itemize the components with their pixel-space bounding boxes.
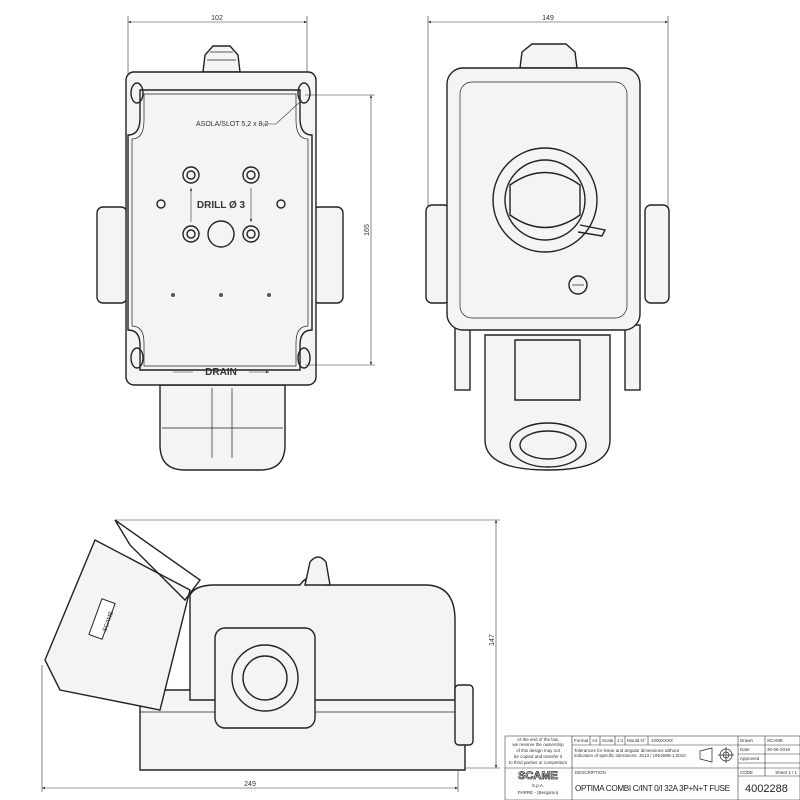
company-location: PARRE - (Bergamo): [518, 790, 559, 795]
left-socket: [96, 206, 128, 304]
svg-text:to third parties or competitor: to third parties or competitors: [509, 760, 568, 765]
bottom-socket: [484, 334, 611, 471]
dimension-label: 147: [489, 634, 496, 646]
svg-text:we reserve the ownership: we reserve the ownership: [512, 742, 564, 747]
svg-text:be copied and transfer it: be copied and transfer it: [514, 754, 563, 759]
svg-text:At the end of the law,: At the end of the law,: [517, 737, 559, 742]
cable-gland: [202, 45, 241, 73]
scale-value: 1:1: [617, 738, 624, 743]
scame-logo: SCAME: [518, 770, 558, 782]
date-label: Date: [740, 747, 750, 752]
company: S.p.A.: [532, 783, 544, 788]
dimension-label: 149: [542, 15, 554, 22]
mould-value: 1000XXXX: [651, 738, 673, 743]
bottom-plug: [159, 384, 286, 471]
side-view: SCAME 147 249: [41, 519, 500, 792]
rotary-switch: [492, 147, 598, 253]
right-socket: [312, 206, 344, 304]
format-value: A2: [592, 738, 598, 743]
front-view: 102 165 ASOLA/SLOT 5,2 x 8,2 DRILL Ø 3 D…: [96, 15, 375, 471]
fuse-holder: [568, 275, 588, 295]
tolerances-note: Tolerances for linear and angular dimens…: [574, 748, 680, 753]
product-code: 4002288: [745, 783, 788, 795]
code-label: CODE: [740, 770, 753, 775]
front-cover-view: 149: [425, 15, 670, 471]
date-value: 30-06-2016: [767, 747, 791, 752]
enclosure-back: [125, 71, 317, 386]
angled-socket: [44, 539, 191, 711]
mould-label: Mould N°: [627, 738, 646, 743]
description-label: DESCRIPTION: [575, 770, 606, 775]
title-block: At the end of the law, we reserve the ow…: [504, 735, 800, 800]
cable-gland: [519, 43, 578, 69]
svg-text:of this design may not: of this design may not: [516, 748, 561, 753]
scale-label: Scale: [602, 738, 614, 743]
format-label: Format: [574, 738, 589, 743]
side-socket: [231, 644, 299, 712]
approved-label: Approved: [740, 756, 760, 761]
product-description: OPTIMA COMBI C/INT 0/I 32A 3P+N+T FUSE: [575, 784, 731, 793]
dimension-label: 249: [244, 781, 256, 788]
enclosure-cover: [446, 67, 641, 331]
sheet-number: Sheet 1 / 1: [775, 770, 797, 775]
drill-label: DRILL Ø 3: [197, 200, 246, 211]
dimension-label: 102: [211, 15, 223, 22]
dimension-label: 165: [364, 224, 371, 236]
drawn-value: SCAME: [767, 738, 783, 743]
slot-label: ASOLA/SLOT 5,2 x 8,2: [196, 121, 268, 128]
tolerances-note: indication of specific tolerances: JS13 …: [574, 753, 686, 758]
projection-symbol-icon: [699, 747, 713, 763]
drain-label: DRAIN: [205, 367, 237, 378]
ownership-notice: At the end of the law, we reserve the ow…: [509, 737, 568, 765]
drawn-label: Drawn: [740, 738, 754, 743]
